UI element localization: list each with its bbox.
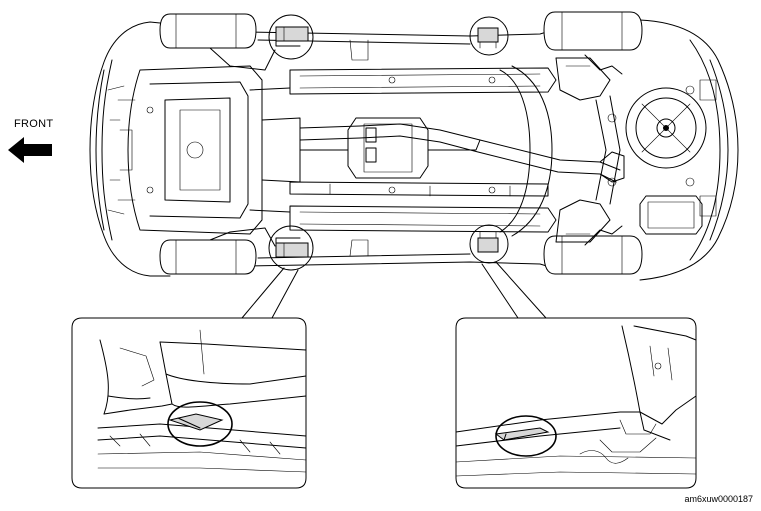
- callout-leader-front: [241, 267, 299, 319]
- detail-view-rear-jack-point: [455, 317, 697, 489]
- front-direction-label: FRONT: [14, 118, 54, 130]
- jack-point-rear-right: [469, 224, 509, 264]
- rear-suspension: [499, 54, 717, 246]
- figure-reference-code: am6xuw0000187: [684, 494, 753, 504]
- front-left-wheel: [159, 13, 257, 49]
- jack-point-front-right: [268, 225, 314, 271]
- front-right-wheel: [159, 239, 257, 275]
- detail-view-front-jack-point: [71, 317, 307, 489]
- callout-leader-rear: [481, 261, 547, 319]
- side-rails: [289, 39, 557, 257]
- exhaust-system: [299, 117, 625, 183]
- front-subframe: [107, 47, 301, 247]
- jack-point-rear-left: [469, 16, 509, 56]
- rear-left-wheel: [543, 11, 643, 51]
- left-arrow-icon: [8, 137, 52, 163]
- jack-point-front-left: [268, 14, 314, 60]
